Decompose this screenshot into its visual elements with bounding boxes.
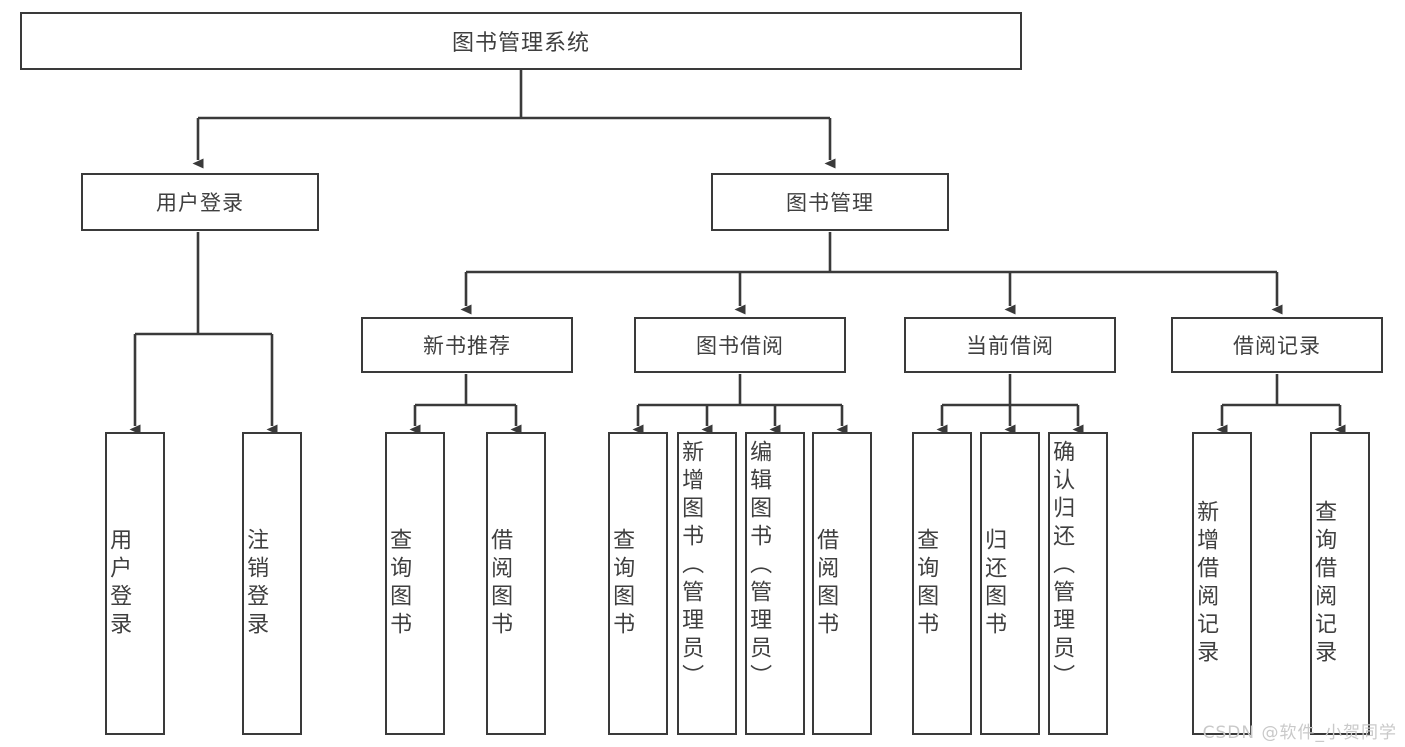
node-current-borrow[interactable]: 当前借阅 bbox=[904, 317, 1116, 373]
node-book-borrow[interactable]: 图书借阅 bbox=[634, 317, 846, 373]
node-label: 查询借阅记录 bbox=[1311, 499, 1337, 668]
leaf-borrow-book-2[interactable]: 借阅图书 bbox=[812, 432, 872, 735]
node-new-book-recommend[interactable]: 新书推荐 bbox=[361, 317, 573, 373]
node-label: 查询图书 bbox=[913, 527, 939, 640]
leaf-query-book-1[interactable]: 查询图书 bbox=[385, 432, 445, 735]
node-label: 用户登录 bbox=[156, 191, 244, 215]
node-book-manage[interactable]: 图书管理 bbox=[711, 173, 949, 231]
watermark-text: CSDN @软件_小贺同学 bbox=[1202, 723, 1397, 743]
node-label: 借阅记录 bbox=[1233, 334, 1321, 358]
leaf-user-login[interactable]: 用户登录 bbox=[105, 432, 165, 735]
leaf-borrow-book-1[interactable]: 借阅图书 bbox=[486, 432, 546, 735]
node-label: 新增借阅记录 bbox=[1193, 499, 1219, 668]
node-label: 借阅图书 bbox=[487, 527, 513, 640]
node-label: 图书借阅 bbox=[696, 334, 784, 358]
leaf-return-book[interactable]: 归还图书 bbox=[980, 432, 1040, 735]
node-label: 归还图书 bbox=[981, 527, 1007, 640]
node-label: 查询图书 bbox=[386, 527, 412, 640]
leaf-confirm-return[interactable]: 确认归还（管理员） bbox=[1048, 432, 1108, 735]
node-label: 借阅图书 bbox=[813, 527, 839, 640]
node-label: 确认归还（管理员） bbox=[1049, 440, 1075, 692]
node-label: 图书管理 bbox=[786, 191, 874, 215]
node-label: 图书管理系统 bbox=[451, 31, 590, 56]
node-user-login[interactable]: 用户登录 bbox=[81, 173, 319, 231]
leaf-edit-book[interactable]: 编辑图书（管理员） bbox=[745, 432, 805, 735]
leaf-user-logout[interactable]: 注销登录 bbox=[242, 432, 302, 735]
leaf-query-book-3[interactable]: 查询图书 bbox=[912, 432, 972, 735]
node-label: 新书推荐 bbox=[423, 334, 511, 358]
node-root-system[interactable]: 图书管理系统 bbox=[20, 12, 1022, 70]
leaf-add-borrow-record[interactable]: 新增借阅记录 bbox=[1192, 432, 1252, 735]
node-label: 新增图书（管理员） bbox=[678, 440, 704, 692]
leaf-query-borrow-record[interactable]: 查询借阅记录 bbox=[1310, 432, 1370, 735]
node-borrow-record[interactable]: 借阅记录 bbox=[1171, 317, 1383, 373]
node-label: 注销登录 bbox=[243, 527, 269, 640]
leaf-query-book-2[interactable]: 查询图书 bbox=[608, 432, 668, 735]
node-label: 用户登录 bbox=[106, 527, 132, 640]
leaf-add-book[interactable]: 新增图书（管理员） bbox=[677, 432, 737, 735]
node-label: 编辑图书（管理员） bbox=[746, 440, 772, 692]
node-label: 当前借阅 bbox=[966, 334, 1054, 358]
node-label: 查询图书 bbox=[609, 527, 635, 640]
